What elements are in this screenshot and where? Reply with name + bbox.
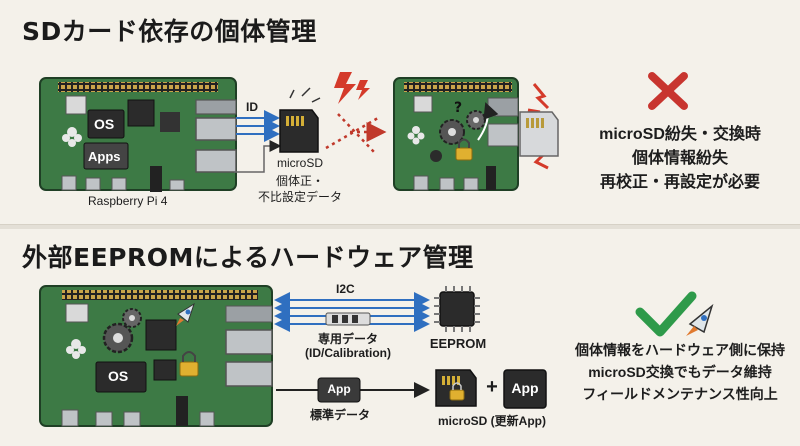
sd-app-label: microSD (更新App) — [437, 414, 546, 428]
lock-icon — [455, 138, 473, 161]
result2-line2: microSD交換でもデータ維持 — [588, 364, 772, 380]
plus-sign: + — [486, 376, 498, 398]
check-icon — [635, 291, 697, 337]
cross-icon — [648, 72, 688, 110]
id-arrows — [234, 110, 282, 173]
section1-title: SDカード依存の個体管理 — [22, 17, 317, 46]
lock-icon-2 — [179, 351, 199, 377]
lock-icon-3 — [449, 382, 465, 401]
section-divider — [0, 224, 800, 229]
i2c-label: I2C — [336, 282, 355, 296]
microsd-card-3 — [435, 369, 477, 407]
board3-os-label: OS — [108, 368, 129, 384]
rocket-icon-2 — [686, 303, 714, 336]
app-box — [503, 369, 547, 409]
board1-name: Raspberry Pi 4 — [88, 194, 168, 208]
raspberry-logo-icon-2 — [407, 126, 425, 145]
result2-line1: 個体情報をハードウェア側に保持 — [575, 342, 785, 358]
sd-label-1: microSD — [276, 156, 323, 170]
raspberry-logo-icon — [62, 127, 82, 147]
sd-label-2: 個体正・ — [275, 174, 324, 188]
eeprom-chip — [434, 286, 480, 332]
gear-icon — [439, 110, 486, 145]
dedicated-data-1: 専用データ — [317, 332, 378, 346]
dedicated-data-2: (ID/Calibration) — [305, 346, 391, 360]
result1-line3: 再校正・再設定が必要 — [599, 174, 760, 191]
lightning-icon — [334, 72, 370, 104]
eeprom-label: EEPROM — [429, 336, 487, 351]
result1-line1: microSD紛失・交換時 — [599, 126, 761, 143]
rocket-icon — [176, 302, 195, 326]
sd-label-3: 不比設定データ — [257, 190, 342, 204]
app-chip-label: App — [327, 382, 351, 396]
section2-title: 外部EEPROMによるハードウェア管理 — [22, 243, 474, 272]
board1-apps-label: Apps — [88, 149, 121, 164]
svg-text:?: ? — [454, 100, 462, 116]
i2c-arrows — [274, 292, 430, 332]
app-arrow — [276, 377, 430, 403]
microsd-card-2 — [519, 111, 559, 157]
rpi-board-2: ? — [393, 77, 519, 191]
result2-line3: フィールドメンテナンス性向上 — [582, 386, 778, 402]
board1-os-label: OS — [94, 116, 115, 132]
raspberry-logo-icon-3 — [66, 339, 86, 359]
id-label: ID — [246, 100, 258, 114]
standard-data-label: 標準データ — [309, 408, 370, 422]
rpi-board-1 — [39, 77, 237, 192]
rpi-board-3 — [39, 285, 273, 427]
gear-icon-2 — [102, 308, 142, 354]
app-box-label: App — [511, 380, 539, 396]
result1-line2: 個体情報紛失 — [631, 150, 728, 167]
broken-link — [325, 113, 387, 153]
microsd-card-1 — [279, 87, 321, 153]
